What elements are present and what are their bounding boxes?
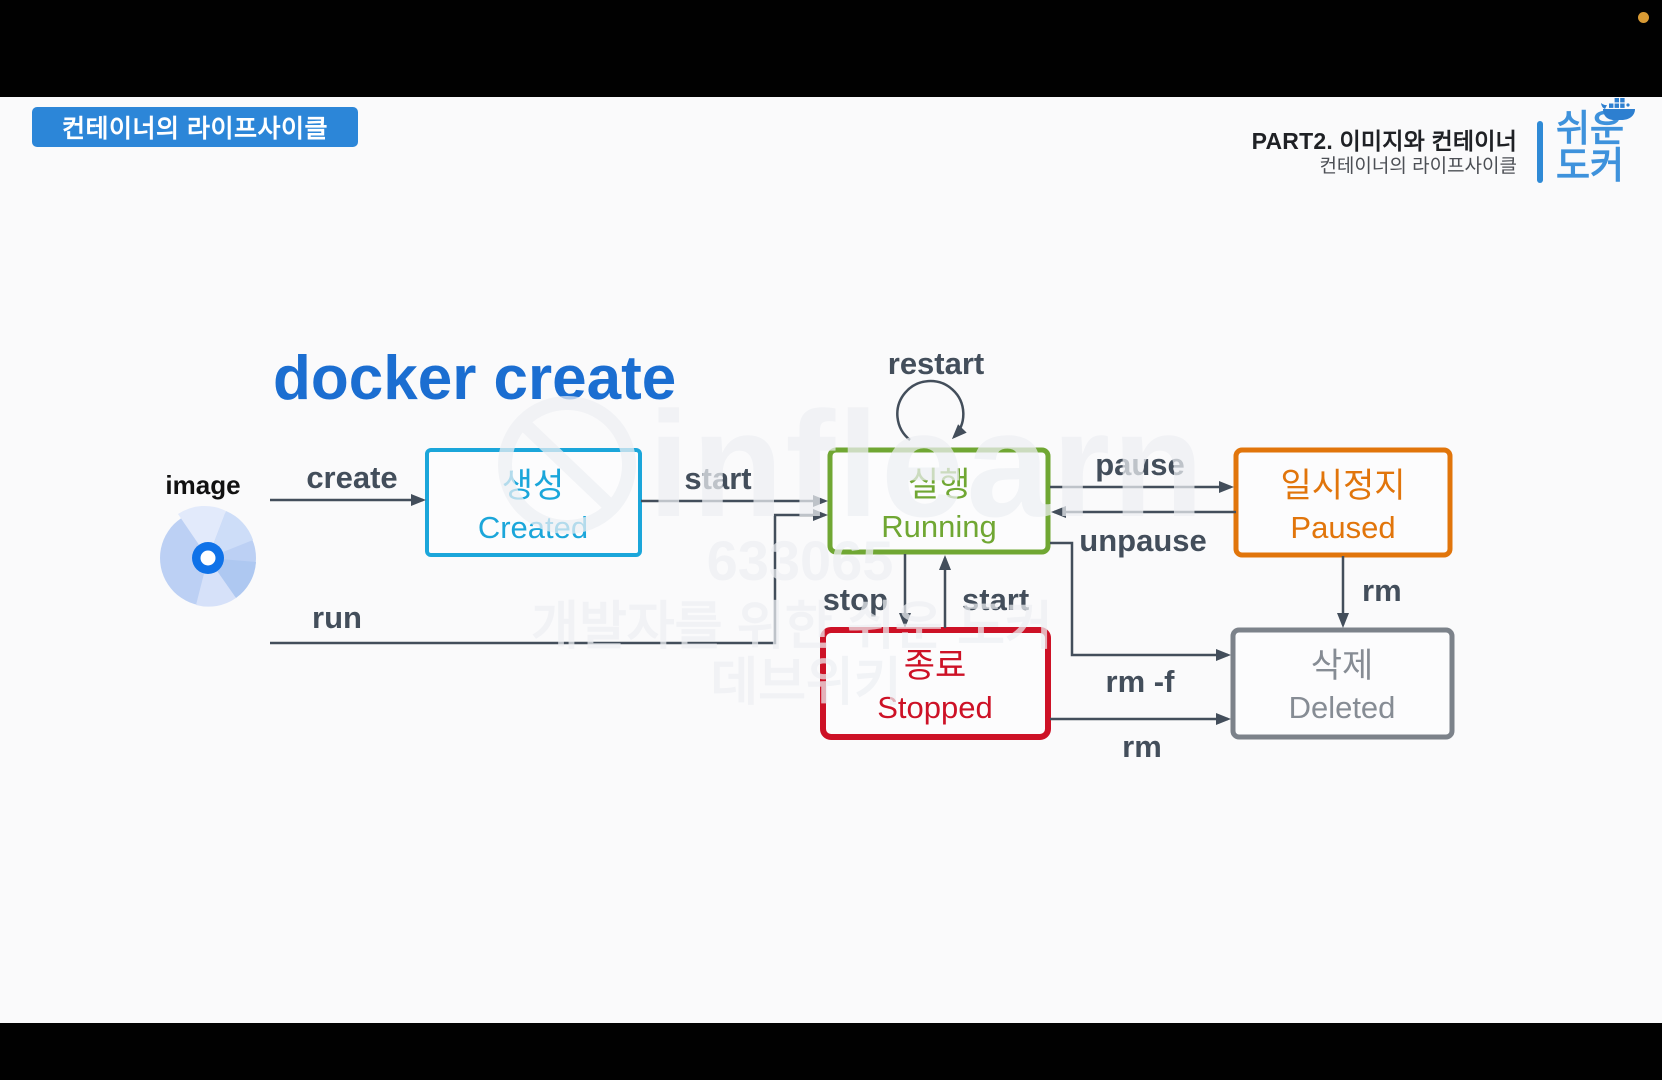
part-title: PART2. 이미지와 컨테이너 [1251,128,1517,154]
state-box-stopped: 종료 Stopped [820,627,1051,740]
label-rm-stopped: rm [1122,729,1162,764]
image-disc-icon [160,505,256,607]
state-running-en: Running [881,509,996,544]
image-label: image [165,470,240,500]
label-restart: restart [888,346,985,381]
label-rm-paused: rm [1362,573,1402,608]
part-subtitle: 컨테이너의 라이프사이클 [1319,156,1517,177]
section-badge: 컨테이너의 라이프사이클 [32,107,358,147]
label-unpause: unpause [1079,523,1206,558]
slide-title: docker create [273,344,676,413]
state-box-created: 생성 Created [425,448,642,557]
arrow-run [270,509,828,645]
header-divider [1537,121,1543,183]
state-deleted-en: Deleted [1289,690,1396,725]
arrow-restart-loop [896,379,967,441]
state-box-deleted: 삭제 Deleted [1230,627,1455,740]
docker-whale-icon [1601,98,1635,120]
label-start-stopped: start [962,582,1029,617]
label-create: create [306,460,397,495]
recording-dot [1638,12,1649,23]
arrow-rm-force [1050,541,1231,661]
state-stopped-ko: 종료 [904,647,967,685]
state-paused-ko: 일시정지 [1280,467,1405,505]
label-run: run [312,600,362,635]
slide-background [0,97,1662,1023]
state-deleted-ko: 삭제 [1311,647,1374,685]
label-rm-force: rm -f [1106,664,1176,699]
state-box-running: 실행 Running [827,447,1051,555]
state-running-ko: 실행 [908,466,971,504]
label-stop: stop [823,582,888,617]
state-box-paused: 일시정지 Paused [1233,447,1453,558]
state-paused-en: Paused [1290,510,1395,545]
label-start-created: start [684,461,751,496]
state-stopped-en: Stopped [877,690,993,725]
bottom-letterbox-bar [0,1023,1662,1080]
top-letterbox-bar [0,0,1662,97]
label-pause: pause [1095,447,1185,482]
section-badge-label: 컨테이너의 라이프사이클 [62,115,328,143]
state-created-ko: 생성 [502,467,565,505]
brand-logo: 쉬운 도커 [1556,110,1624,184]
state-created-en: Created [478,510,588,545]
brand-logo-line2: 도커 [1556,145,1625,186]
